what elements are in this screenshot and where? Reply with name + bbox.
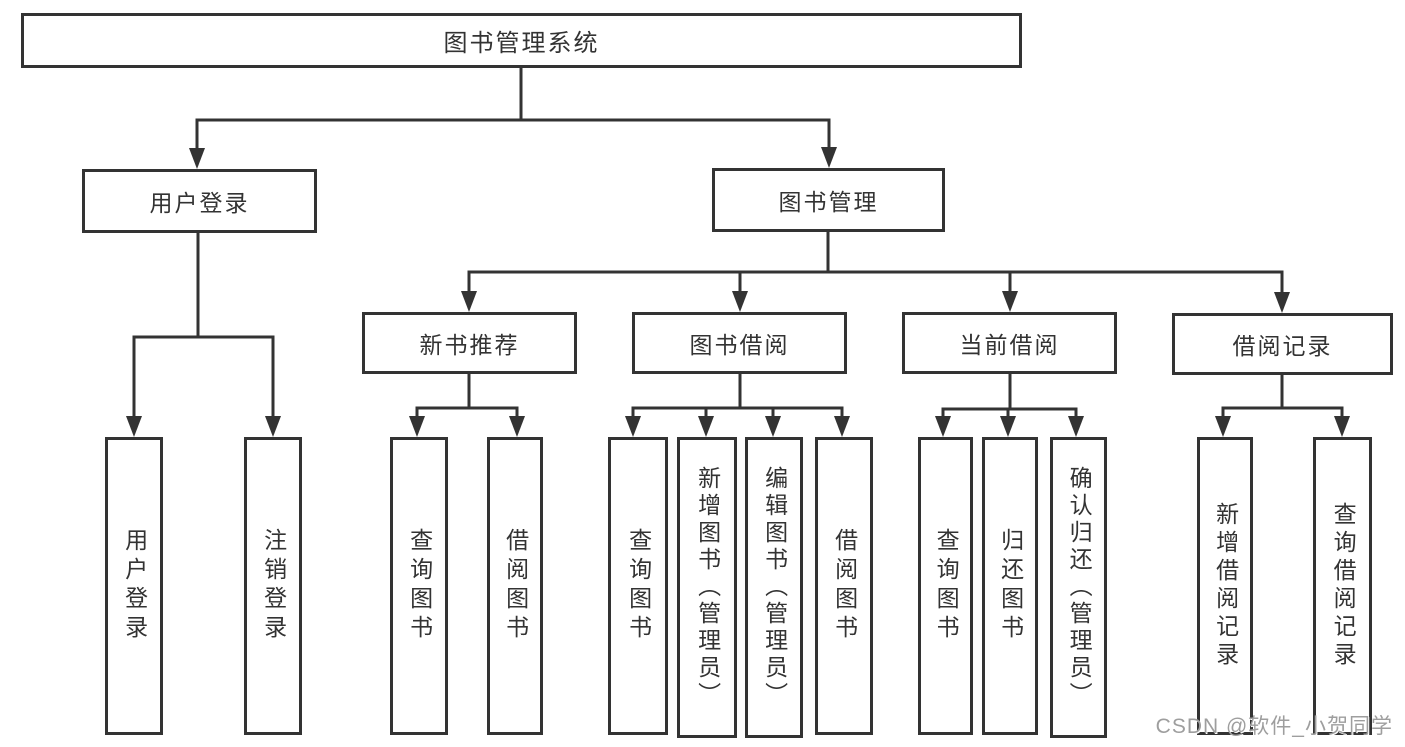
- leaf-newbook-query-books: 查询图书: [390, 437, 448, 735]
- leaf-borrow-query-books: 查询图书: [608, 437, 668, 735]
- csdn-watermark: CSDN @软件_小贺同学: [1155, 715, 1393, 738]
- leaf-record-query-borrow-record: 查询借阅记录: [1313, 437, 1372, 735]
- leaf-current-query-books: 查询图书: [918, 437, 973, 735]
- node-current-borrow: 当前借阅: [902, 312, 1117, 374]
- leaf-newbook-borrow-books: 借阅图书: [487, 437, 543, 735]
- leaf-user-login: 用户登录: [105, 437, 163, 735]
- leaf-current-confirm-return-admin: 确认归还（管理员）: [1050, 437, 1107, 738]
- node-user-login: 用户登录: [82, 169, 317, 233]
- node-new-book-recommend: 新书推荐: [362, 312, 577, 374]
- node-borrow-record: 借阅记录: [1172, 313, 1393, 375]
- leaf-logout: 注销登录: [244, 437, 302, 735]
- leaf-borrow-edit-books-admin: 编辑图书（管理员）: [745, 437, 803, 738]
- leaf-borrow-add-books-admin: 新增图书（管理员）: [677, 437, 737, 738]
- node-book-management: 图书管理: [712, 168, 945, 232]
- node-root-library-management-system: 图书管理系统: [21, 13, 1022, 68]
- leaf-current-return-books: 归还图书: [982, 437, 1038, 735]
- leaf-record-add-borrow-record: 新增借阅记录: [1197, 437, 1253, 735]
- leaf-borrow-borrow-books: 借阅图书: [815, 437, 873, 735]
- node-book-borrow: 图书借阅: [632, 312, 847, 374]
